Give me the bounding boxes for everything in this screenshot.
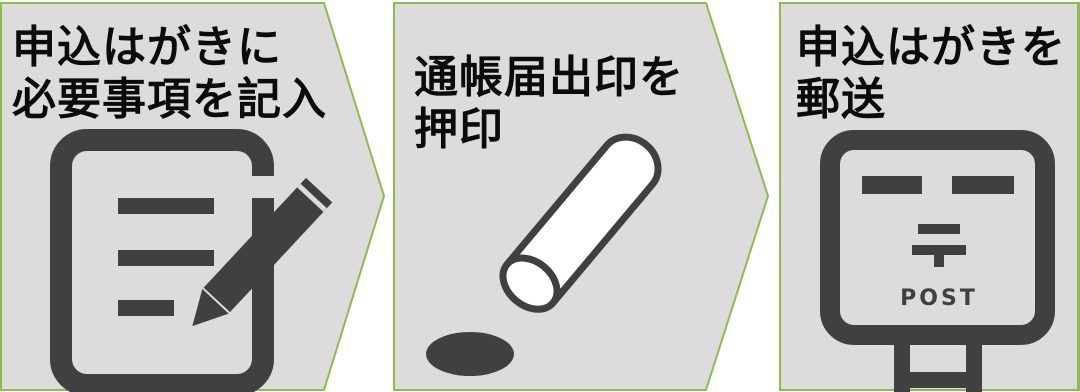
postbox-icon: POST: [820, 130, 1055, 392]
step-3-panel-edge: [1077, 3, 1080, 390]
step-3-title: 申込はがきを 郵送: [796, 22, 1080, 125]
step-3-panel: [779, 2, 1080, 391]
step-1-panel: [0, 2, 386, 391]
step-2: 通帳届出印を 押印: [393, 1, 770, 391]
postbox-label: POST: [900, 286, 978, 311]
step-3-title-line-2: 郵送: [796, 74, 886, 125]
step-2-title-line-2: 押印: [414, 104, 504, 155]
step-1-title-line-2: 必要事項を記入: [12, 74, 327, 125]
step-2-title: 通帳届出印を 押印: [414, 52, 700, 155]
step-3-title-line-1: 申込はがきを: [796, 22, 1066, 73]
step-1: 申込はがきに 必要事項を記入: [0, 2, 386, 392]
step-3: 申込はがきを 郵送 POST: [779, 2, 1080, 392]
step-1-title: 申込はがきに 必要事項を記入: [12, 22, 327, 125]
step-2-title-line-1: 通帳届出印を: [414, 52, 684, 103]
document-with-pencil-icon: [50, 129, 333, 392]
step-1-title-line-1: 申込はがきに: [12, 22, 282, 73]
stamp-seal-icon: [426, 133, 662, 376]
